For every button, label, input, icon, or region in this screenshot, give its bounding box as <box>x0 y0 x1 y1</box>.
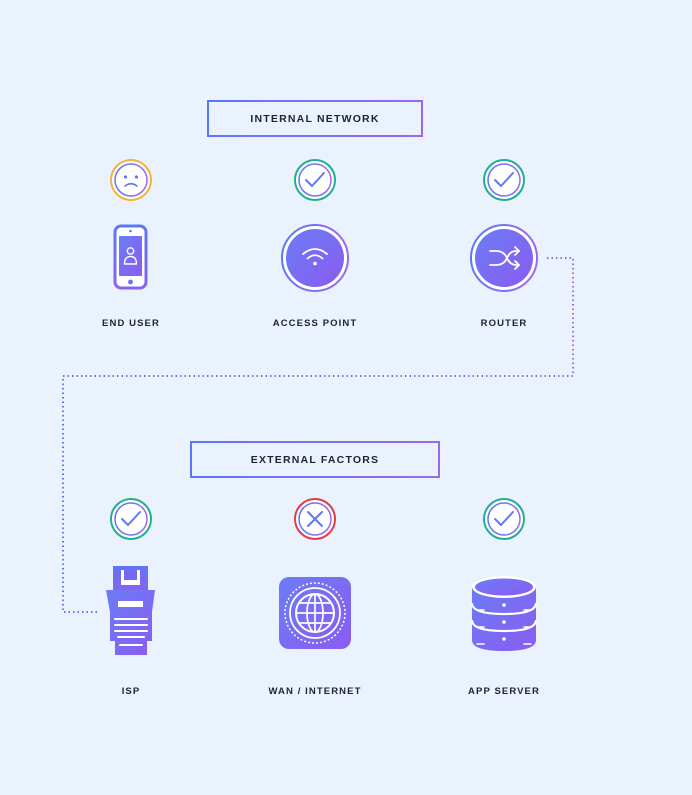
globe-icon <box>279 577 351 649</box>
label-app-server: APP SERVER <box>468 686 540 697</box>
phone-user-icon <box>113 224 148 290</box>
connector-router-isp <box>62 257 574 613</box>
database-icon <box>470 576 538 651</box>
check-icon <box>305 172 325 187</box>
status-indicator-router <box>483 159 525 201</box>
label-access-point: ACCESS POINT <box>272 318 358 329</box>
internal-network-header: INTERNAL NETWORK <box>207 100 423 137</box>
shuffle-icon <box>470 224 538 292</box>
section-title: INTERNAL NETWORK <box>250 112 380 125</box>
label-isp: ISP <box>121 686 141 697</box>
check-icon <box>494 511 514 526</box>
external-factors-header: EXTERNAL FACTORS <box>190 441 440 478</box>
status-indicator-end-user <box>110 159 152 201</box>
section-title: EXTERNAL FACTORS <box>250 453 380 466</box>
wifi-icon <box>281 224 349 292</box>
status-indicator-app-server <box>483 498 525 540</box>
label-router: ROUTER <box>480 318 528 329</box>
label-wan-internet: WAN / INTERNET <box>268 686 362 697</box>
status-indicator-isp <box>110 498 152 540</box>
status-indicator-wan <box>294 498 336 540</box>
check-icon <box>494 172 514 187</box>
status-indicator-access-point <box>294 159 336 201</box>
connector-lines <box>62 257 574 613</box>
check-icon <box>121 511 141 526</box>
ethernet-plug-icon <box>106 566 155 655</box>
sad-face-icon <box>123 175 139 187</box>
label-end-user: END USER <box>102 318 160 329</box>
x-icon <box>307 511 323 527</box>
